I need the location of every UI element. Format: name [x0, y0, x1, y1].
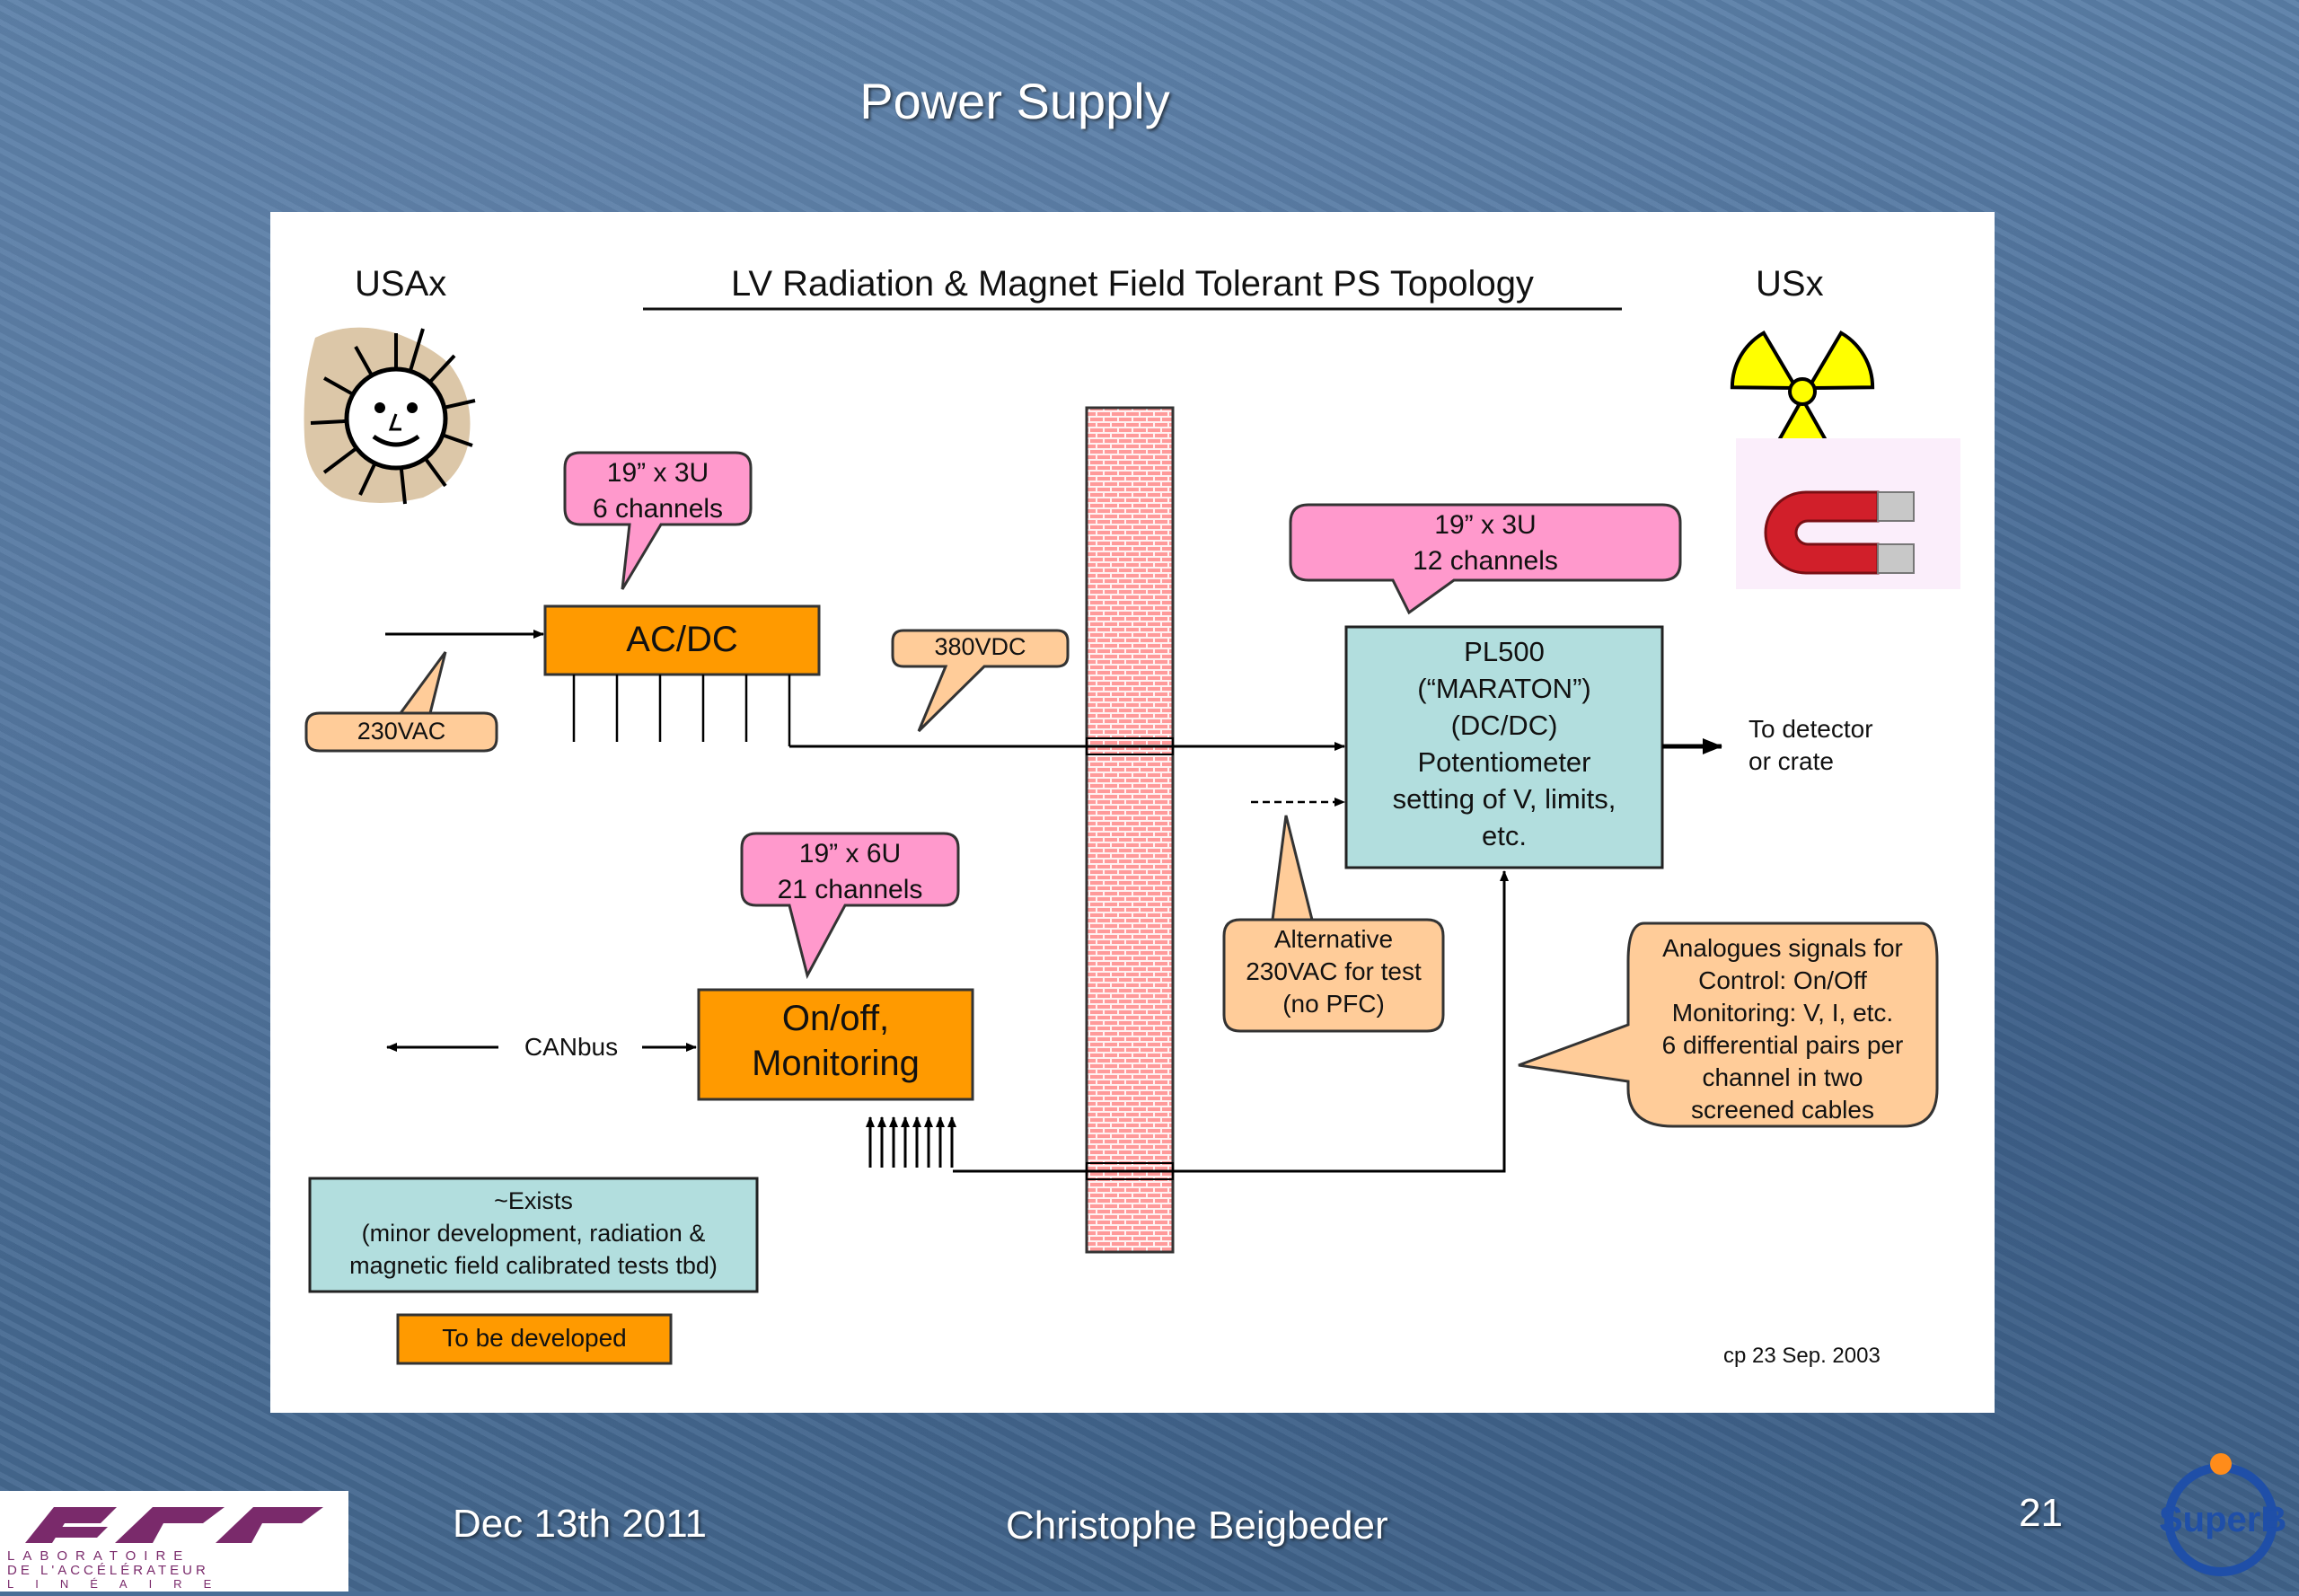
acdc-callout-line-2: 6 channels [592, 494, 724, 524]
pl500-callout-line-2: 12 channels [1413, 546, 1558, 576]
acdc-box-shape [543, 604, 821, 676]
sun-icon [304, 327, 476, 505]
wall-feedthrough-bottom [1086, 1162, 1174, 1180]
legend-exists-shape [308, 1177, 759, 1293]
canbus-label: CANbus [524, 1033, 619, 1061]
slide-title: Power Supply [859, 73, 1170, 129]
legend-exists-line-3: magnetic field calibrated tests tbd) [349, 1252, 718, 1279]
footer-author: Christophe Beigbeder [1006, 1503, 1388, 1548]
page-number: 21 [2019, 1491, 2063, 1535]
label-380: 380VDC [934, 633, 1026, 660]
lal-logo: LABORATOIRE DE L'ACCÉLÉRATEUR LINÉAIRE [0, 1491, 348, 1592]
pl500-box-shape [1344, 625, 1664, 869]
superb-logo-graphic [2164, 1453, 2277, 1576]
pl500-line-1: PL500 [1464, 636, 1545, 667]
analog-callout-line-4: 6 differential pairs per [1661, 1031, 1904, 1059]
diagram-canvas [304, 307, 1960, 1365]
diagram-panel: USAx LV Radiation & Magnet Field Toleran… [270, 212, 1995, 1413]
input-230-label: 230VAC [357, 718, 446, 745]
superb-logo-text: SuperB [2159, 1500, 2287, 1539]
analog-callout-line-3: Monitoring: V, I, etc. [1671, 999, 1894, 1027]
acdc-callout-line-1: 19” x 3U [606, 458, 709, 488]
input-230-callout-shape [304, 651, 498, 753]
pl500-line-2: (“MARATON”) [1417, 673, 1591, 704]
pl500-callout-line-1: 19” x 3U [1434, 510, 1537, 540]
magnet-icon [1736, 438, 1960, 589]
mon-box-line-2: Monitoring [752, 1044, 920, 1083]
right-zone-label: USx [1756, 264, 1824, 304]
superb-logo: SuperB [2154, 1448, 2288, 1583]
legend-develop-shape [396, 1313, 673, 1365]
left-zone-label: USAx [355, 264, 447, 304]
diagram-heading: LV Radiation & Magnet Field Tolerant PS … [731, 264, 1534, 304]
pl500-line-6: etc. [1482, 820, 1527, 851]
mon-box-line-1: On/off, [781, 999, 890, 1038]
to-detector-line-1: To detector [1748, 715, 1873, 743]
pl500-callout-shape [1289, 503, 1682, 615]
analog-callout-shape [1518, 921, 1939, 1128]
alt-callout-line-1: Alternative [1273, 925, 1394, 953]
monitoring-signal-line [953, 870, 1509, 1173]
lal-logo-text-1: LABORATOIRE [7, 1548, 191, 1564]
mon-callout-line-1: 19” x 6U [798, 839, 902, 869]
acdc-output-pins [572, 675, 791, 746]
pl500-line-4: Potentiometer [1417, 746, 1591, 778]
credit-label: cp 23 Sep. 2003 [1723, 1344, 1881, 1368]
analog-callout-line-1: Analogues signals for [1662, 934, 1903, 962]
acdc-callout-shape [563, 451, 753, 590]
analog-callout-line-6: screened cables [1691, 1096, 1874, 1124]
lal-logo-text-3: LINÉAIRE [7, 1577, 233, 1591]
mon-box-shape [697, 988, 974, 1101]
legend-develop-label: To be developed [442, 1324, 627, 1352]
alt-callout-line-3: (no PFC) [1282, 990, 1385, 1018]
wall-feedthrough-top [1086, 737, 1174, 755]
legend-exists-line-2: (minor development, radiation & [361, 1220, 706, 1247]
brick-wall [1085, 406, 1175, 1254]
monitoring-cable-pins [866, 1116, 956, 1168]
lal-logo-text-2: DE L'ACCÉLÉRATEUR [7, 1563, 209, 1578]
to-detector-line-2: or crate [1748, 747, 1834, 775]
pl500-line-5: setting of V, limits, [1392, 783, 1616, 815]
mon-callout-shape [740, 832, 960, 980]
acdc-box-label: AC/DC [626, 620, 738, 659]
pl500-line-3: (DC/DC) [1450, 710, 1558, 741]
legend-exists-line-1: ~Exists [494, 1187, 573, 1214]
analog-callout-line-5: channel in two [1702, 1063, 1863, 1091]
mon-callout-line-2: 21 channels [777, 875, 923, 904]
label-380-callout-shape [891, 629, 1070, 733]
analog-callout-line-2: Control: On/Off [1698, 966, 1867, 994]
alt-callout-shape [1222, 815, 1445, 1033]
alt-callout-line-2: 230VAC for test [1246, 957, 1422, 985]
lal-logo-graphic [25, 1507, 323, 1543]
footer-date: Dec 13th 2011 [453, 1502, 707, 1546]
